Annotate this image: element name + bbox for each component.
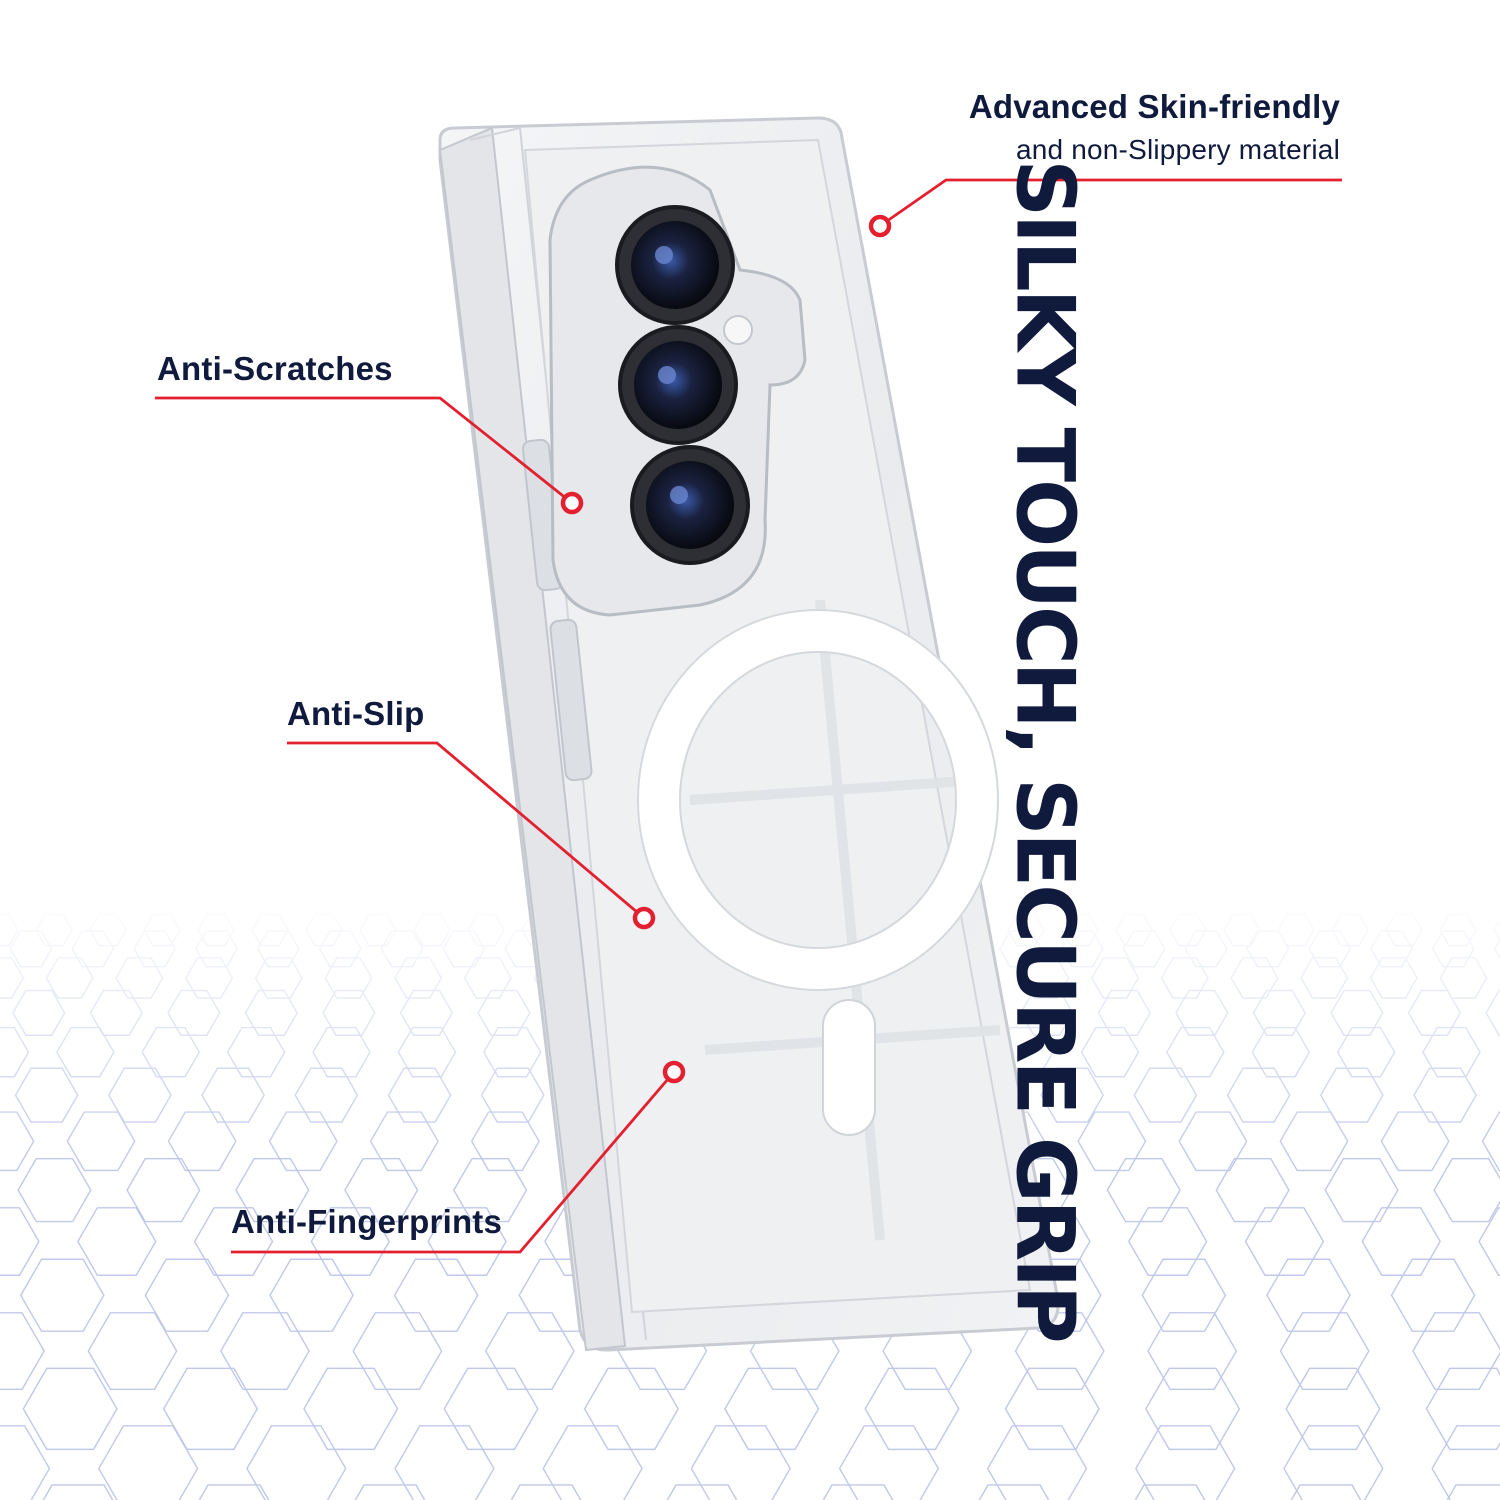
- callout-anti-slip: Anti-Slip: [287, 695, 425, 732]
- phone-case: [438, 116, 1060, 1352]
- camera-lens-icon: [618, 325, 738, 445]
- camera-lens-icon: [630, 445, 750, 565]
- callout-title-skin-friendly: Advanced Skin-friendly: [968, 88, 1340, 125]
- magsafe-ring-icon: [637, 609, 999, 1136]
- callout-anti-fingerprints: Anti-Fingerprints: [231, 1203, 503, 1240]
- callout-subtitle-non-slippery: and non-Slippery material: [1015, 134, 1340, 165]
- headline-text: SILKY TOUCH, SECURE GRIP: [998, 159, 1092, 1341]
- callout-dots: [560, 214, 892, 1084]
- callout-anti-scratches: Anti-Scratches: [157, 350, 393, 387]
- camera-lens-icon: [615, 205, 735, 325]
- callout-lines: [155, 178, 1342, 1254]
